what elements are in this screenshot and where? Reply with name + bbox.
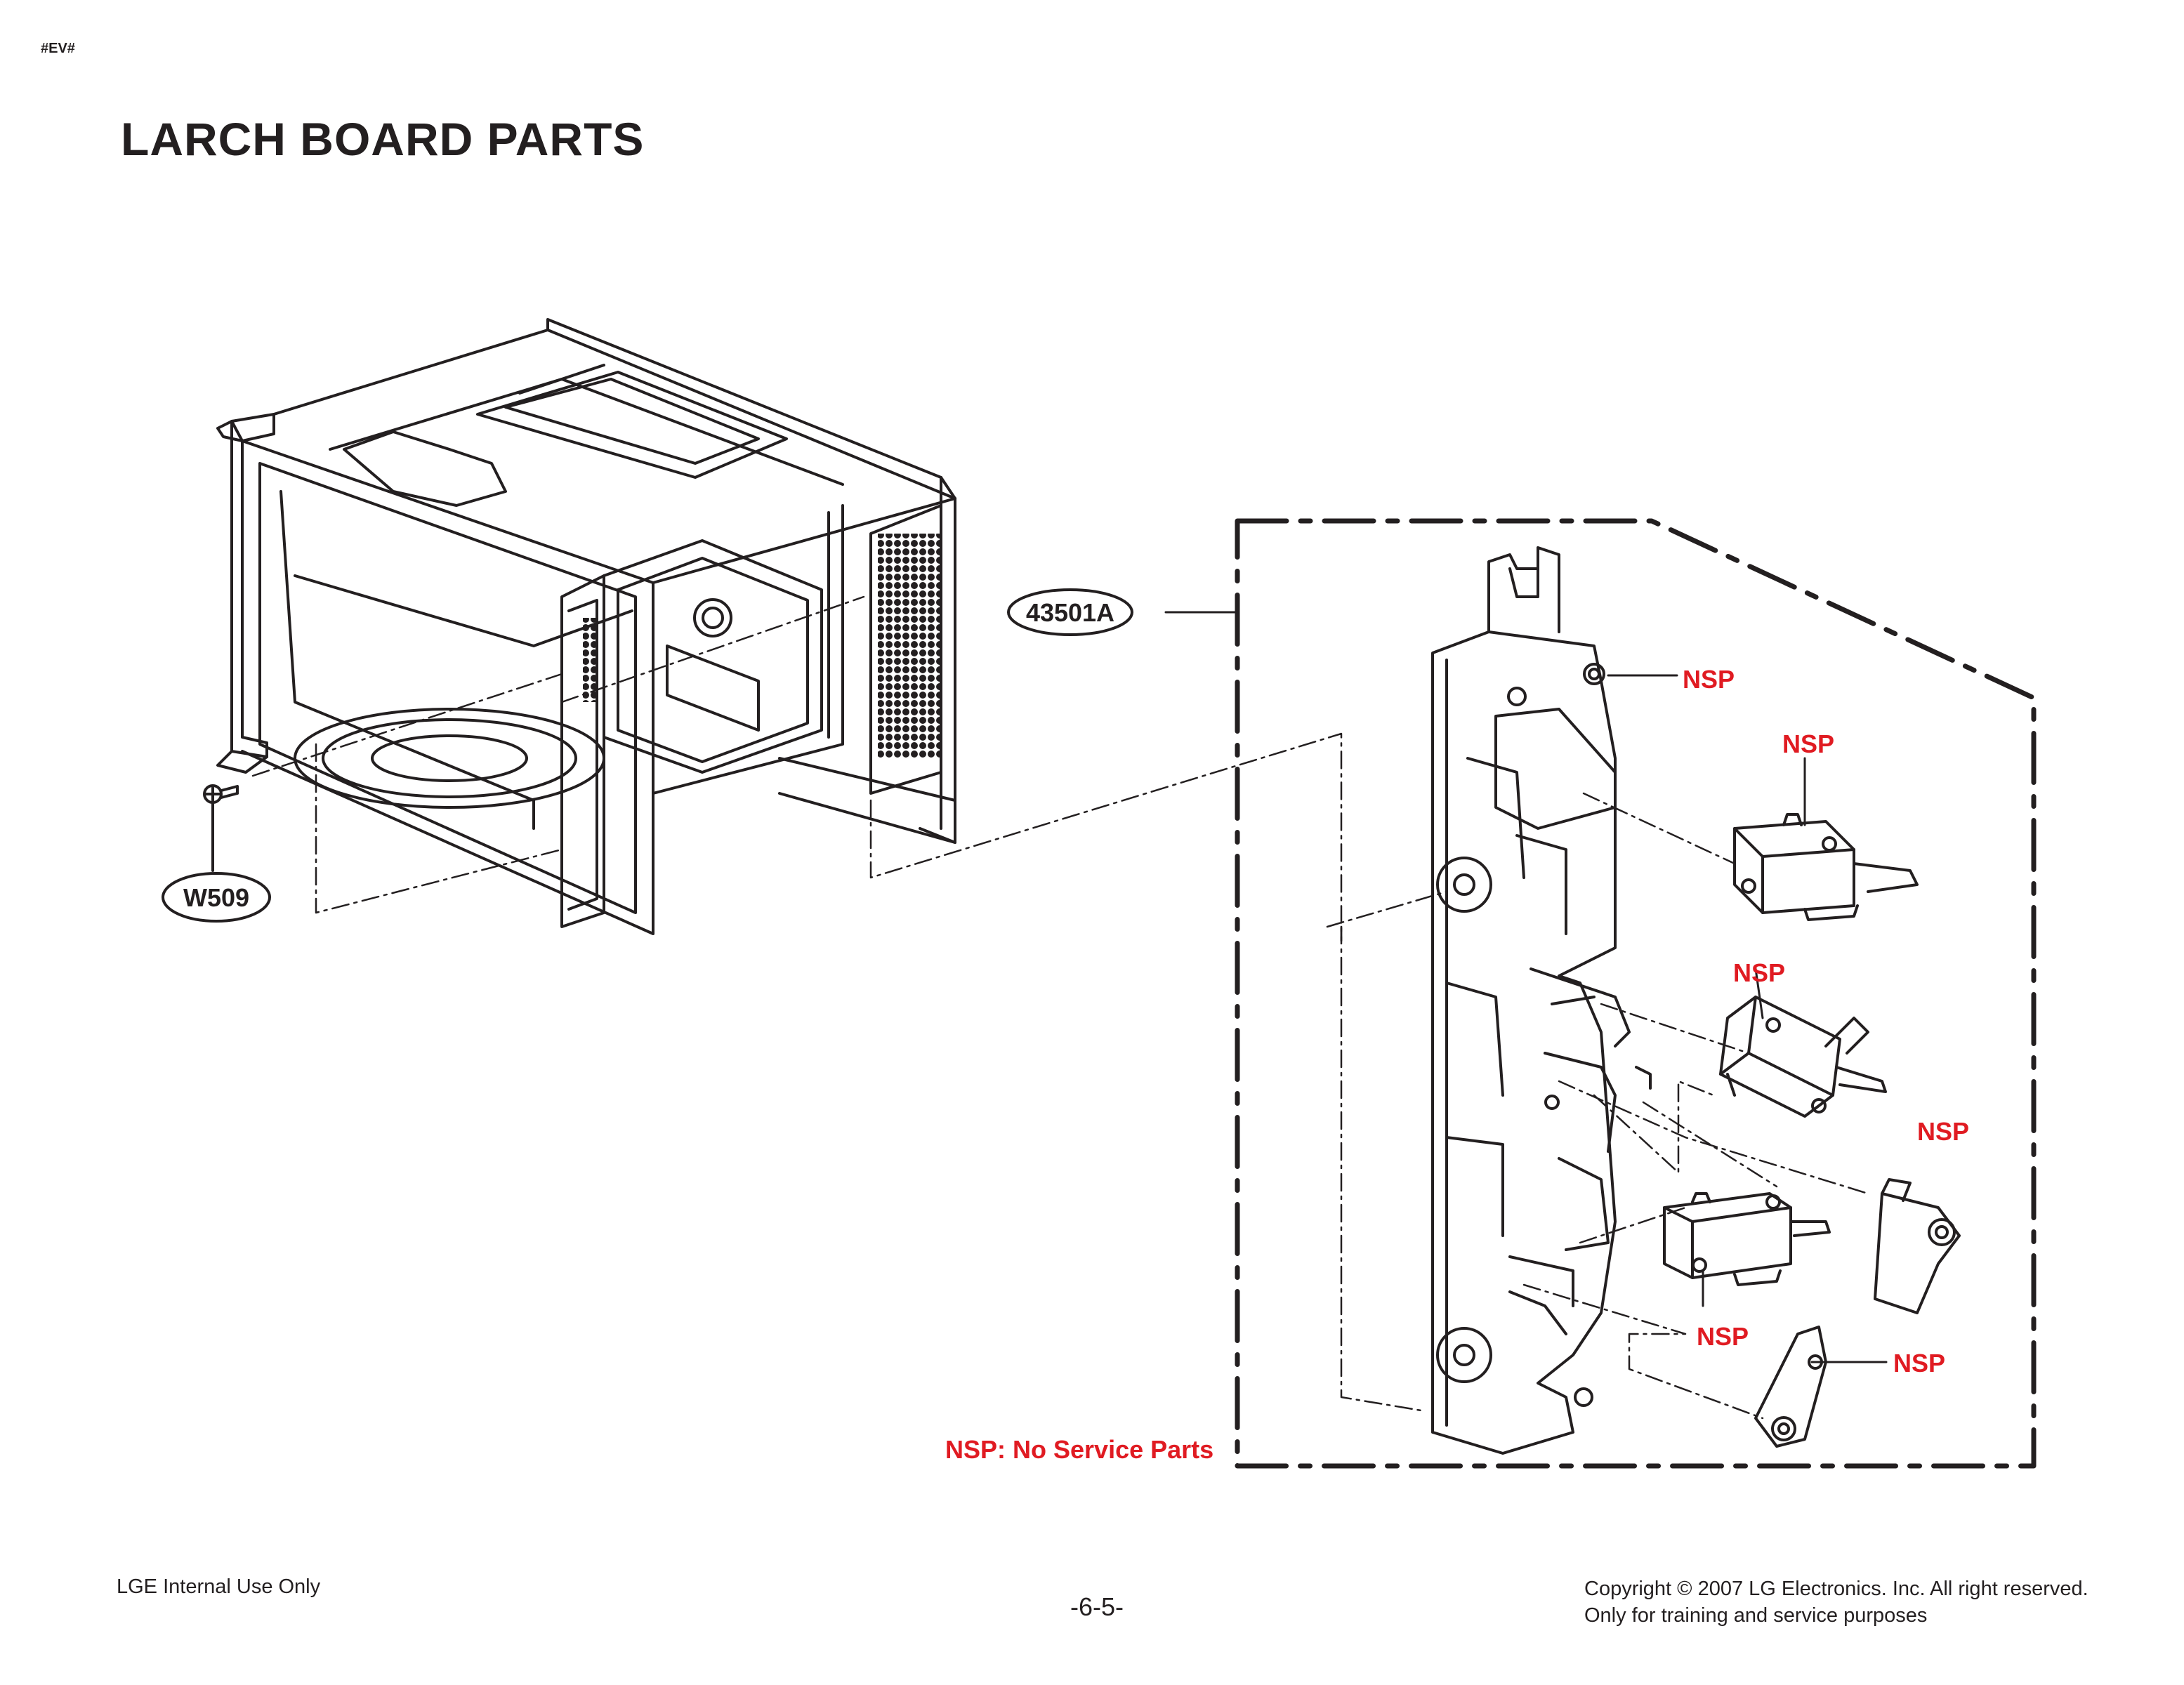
micro-switch-3-illustration: [1663, 1192, 1831, 1286]
micro-switch-1-illustration: [1733, 813, 1919, 921]
nsp-label: NSP: [1697, 1322, 1749, 1351]
document-tag: #EV#: [41, 41, 75, 56]
footer-internal-use: LGE Internal Use Only: [117, 1575, 321, 1598]
footer-copyright: Copyright © 2007 LG Electronics. Inc. Al…: [1584, 1578, 2088, 1600]
nsp-label: NSP: [1893, 1349, 1945, 1377]
callout-43501a-oval: [1007, 588, 1133, 636]
leader-lines: [1164, 611, 1888, 1363]
assembly-boundary: [1235, 518, 2037, 1469]
lever-cam-illustration: [1874, 1178, 1961, 1314]
page-number: -6-5-: [1070, 1592, 1124, 1621]
larch-board-bracket-illustration: [1431, 546, 1652, 1455]
nsp-label: NSP: [1782, 729, 1834, 758]
lever-hook-illustration: [1754, 1326, 1827, 1448]
footer-copyright-block: Copyright © 2007 LG Electronics. Inc. Al…: [1584, 1575, 2088, 1629]
nsp-legend: NSP: No Service Parts: [945, 1435, 1214, 1464]
vent-perforations-illustration: [583, 534, 941, 758]
callout-w509: W509: [183, 883, 249, 912]
oven-chassis-illustration: [216, 318, 956, 935]
nsp-label: NSP: [1733, 958, 1785, 987]
callout-w509-oval: [162, 872, 271, 923]
callout-43501a: 43501A: [1026, 598, 1114, 627]
page-title: LARCH BOARD PARTS: [121, 113, 645, 165]
screw-w509-illustration: [203, 784, 239, 872]
nsp-label: NSP: [1683, 665, 1735, 694]
footer-usage-note: Only for training and service purposes: [1584, 1604, 1928, 1627]
explode-guide-lines: [251, 595, 1869, 1420]
micro-switch-2-illustration: [1719, 996, 1887, 1118]
nsp-label: NSP: [1917, 1117, 1969, 1146]
